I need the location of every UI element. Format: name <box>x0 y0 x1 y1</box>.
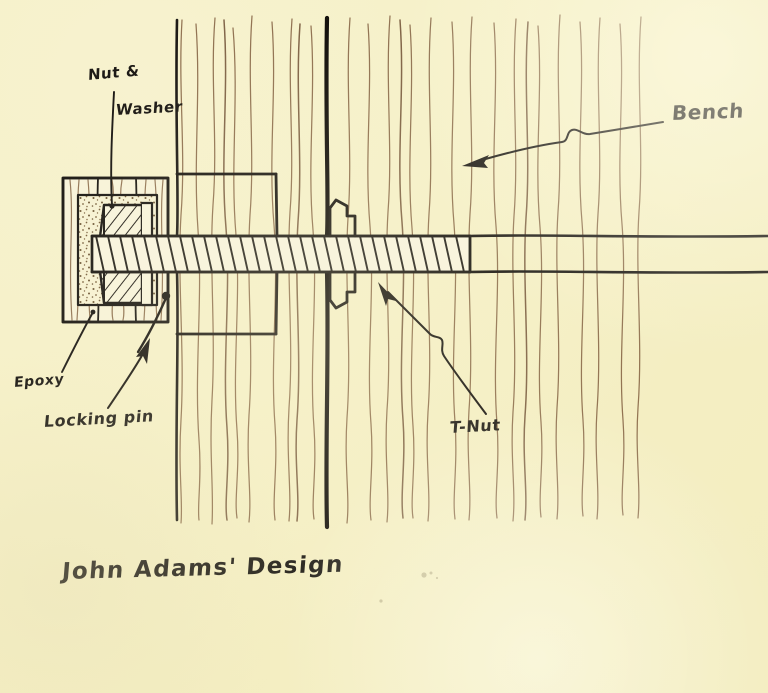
label-t-nut: T-Nut <box>449 415 502 438</box>
label-washer: Washer <box>115 97 184 120</box>
bench-arrowhead <box>462 155 489 168</box>
threaded-bolt <box>90 234 472 274</box>
locking-pin-leader <box>107 351 145 409</box>
label-bench: Bench <box>671 98 745 126</box>
nut-washer-leader-dot <box>109 203 115 209</box>
bench-surface-lines <box>468 234 768 274</box>
bench-leader <box>481 121 664 161</box>
ink-specks <box>379 571 439 603</box>
epoxy-leader-dot <box>90 309 96 315</box>
